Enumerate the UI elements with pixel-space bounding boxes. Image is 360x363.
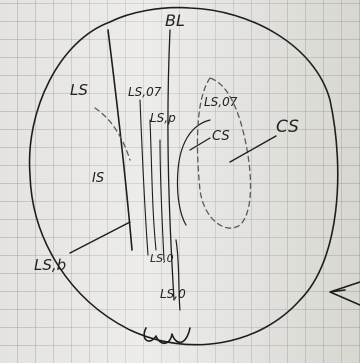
cs-pointer	[230, 136, 276, 162]
orientation-arrow-icon	[330, 282, 360, 305]
label-cs-right: CS	[276, 117, 299, 137]
label-is: IS	[92, 171, 104, 186]
label-ls-o-lower: LS,0	[150, 252, 174, 265]
inner-line-2	[150, 120, 156, 250]
midline-left	[108, 30, 132, 250]
label-ls-b: LS,b	[34, 256, 66, 274]
label-ls-o-bottom: LS,0	[160, 287, 186, 301]
label-ls-o7-right: LS,07	[204, 95, 238, 109]
cs-small-pointer	[190, 138, 210, 150]
top-mark: BL	[165, 11, 185, 30]
label-ls-o7-left: LS,07	[128, 85, 162, 99]
label-ls-upper-left: LS	[70, 81, 88, 99]
bottom-mark-glyph	[144, 328, 190, 343]
inner-line-3	[160, 140, 164, 260]
ls-dashed-curve	[95, 108, 130, 160]
ls-b-pointer	[70, 222, 130, 253]
cs-curve	[177, 120, 210, 225]
label-ls-p: LS,p	[150, 111, 176, 125]
inner-line-1	[140, 100, 148, 255]
label-cs-small: CS	[212, 129, 230, 144]
